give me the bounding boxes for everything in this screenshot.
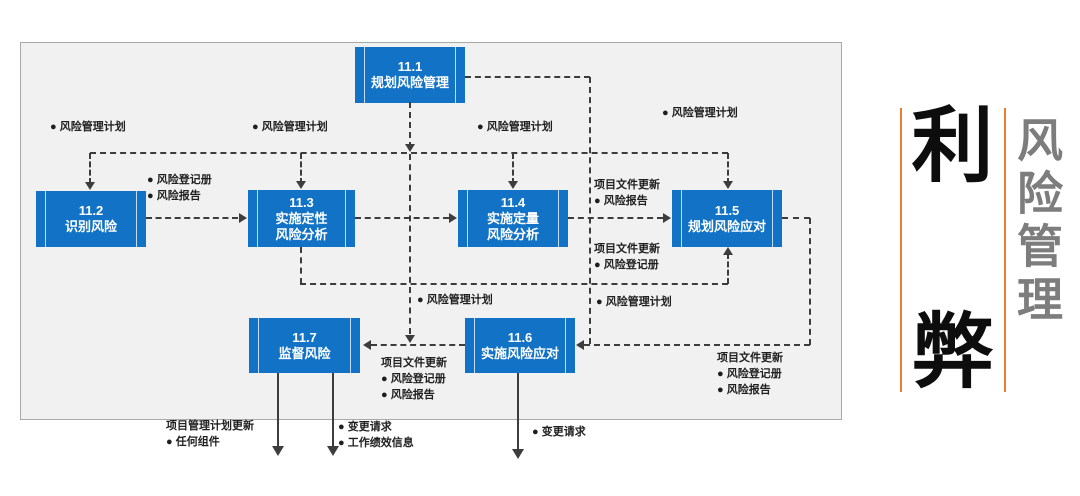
connector-bus-to-11-5 <box>727 153 729 184</box>
connector-bus-to-11-3 <box>300 153 302 184</box>
connector-11-6-to-11-7 <box>371 344 465 346</box>
connector-11-1-to-11-6 <box>589 77 591 344</box>
arrowhead <box>85 182 95 190</box>
process-box-11-1: 11.1 规划风险管理 <box>355 47 465 103</box>
process-number: 11.7 <box>292 329 317 345</box>
process-name: 识别风险 <box>64 219 117 234</box>
arrowhead <box>363 340 371 350</box>
process-name: 实施风险应对 <box>480 345 559 361</box>
arrowhead <box>723 181 733 189</box>
arrowhead <box>663 213 671 223</box>
process-box-11-6: 11.6 实施风险应对 <box>465 318 575 373</box>
process-number: 11.1 <box>397 59 423 74</box>
arrowhead <box>405 335 415 343</box>
arrowhead <box>239 213 247 223</box>
connector-11-1-to-11-7 <box>409 154 411 334</box>
connector-11-1-right <box>465 76 590 78</box>
arrowhead <box>296 181 306 189</box>
process-number: 11.5 <box>714 202 740 218</box>
connector-bus-to-11-2 <box>89 153 91 184</box>
arrowhead <box>272 446 284 456</box>
label-change-requests: ● 变更请求 <box>532 426 586 438</box>
connector-top-bus <box>90 152 728 154</box>
accent-bar-right <box>1004 108 1006 392</box>
label-doc-updates-register: 项目文件更新 ● 风险登记册 <box>594 243 660 271</box>
arrowhead <box>405 144 415 152</box>
arrowhead <box>508 181 518 189</box>
connector-11-5-right <box>782 217 810 219</box>
label-11-6-outputs-left: 项目文件更新 ● 风险登记册 ● 风险报告 <box>381 357 447 401</box>
connector-to-11-5-bottom <box>727 253 729 284</box>
output-arrow-11-7-b <box>332 373 334 447</box>
arrowhead <box>576 340 584 350</box>
label-pm-plan-updates: 项目管理计划更新 ● 任何组件 <box>166 420 254 448</box>
label-risk-mgmt-plan-3: ● 风险管理计划 <box>477 121 553 133</box>
connector-into-11-6 <box>584 344 810 346</box>
process-number: 11.6 <box>507 329 533 345</box>
arrowhead <box>512 449 524 459</box>
connector-11-5-down <box>809 218 811 345</box>
connector-11-2-to-11-3 <box>146 217 238 219</box>
process-box-11-3: 11.3 实施定性 风险分析 <box>248 190 355 247</box>
benefit-char: 利 <box>911 101 994 192</box>
process-number: 11.4 <box>500 194 526 210</box>
process-box-11-2: 11.2 识别风险 <box>36 191 146 247</box>
label-risk-mgmt-plan-5: ● 风险管理计划 <box>417 294 493 306</box>
arrowhead <box>449 213 457 223</box>
output-arrow-11-7-a <box>277 373 279 447</box>
connector-11-4-to-11-5 <box>568 217 663 219</box>
process-box-11-4: 11.4 实施定量 风险分析 <box>458 190 568 247</box>
connector-bottom-bus <box>300 283 728 285</box>
process-box-11-5: 11.5 规划风险应对 <box>672 190 782 247</box>
connector-11-3-to-11-4 <box>355 217 449 219</box>
arrowhead <box>723 247 733 255</box>
label-risk-mgmt-plan-4: ● 风险管理计划 <box>662 107 738 119</box>
connector-11-3-down <box>300 247 302 284</box>
label-doc-updates-report: 项目文件更新 ● 风险报告 <box>594 179 660 207</box>
process-name: 规划风险应对 <box>687 218 766 234</box>
connector-11-1-down <box>409 102 411 148</box>
connector-bus-to-11-4 <box>512 153 514 184</box>
process-number: 11.3 <box>289 194 314 210</box>
label-risk-mgmt-plan-6: ● 风险管理计划 <box>596 296 672 308</box>
label-change-requests-info: ● 变更请求 ● 工作绩效信息 <box>338 421 414 449</box>
process-number: 11.2 <box>78 203 104 218</box>
process-box-11-7: 11.7 监督风险 <box>249 318 360 373</box>
drawback-char: 弊 <box>911 307 994 398</box>
process-name: 规划风险管理 <box>370 75 449 90</box>
output-arrow-11-6 <box>517 373 519 450</box>
process-name: 监督风险 <box>278 345 331 361</box>
label-risk-mgmt-plan-2: ● 风险管理计划 <box>252 121 328 133</box>
label-risk-register-report: ● 风险登记册 ● 风险报告 <box>147 174 212 202</box>
arrowhead <box>327 446 339 456</box>
accent-bar-left <box>900 108 902 392</box>
process-name: 实施定性 风险分析 <box>275 210 328 242</box>
process-name: 实施定量 风险分析 <box>486 210 539 242</box>
label-11-5-outputs-right: 项目文件更新 ● 风险登记册 ● 风险报告 <box>717 352 783 396</box>
pros-cons-title: 利 弊 <box>903 106 1002 394</box>
label-risk-mgmt-plan-1: ● 风险管理计划 <box>50 121 126 133</box>
vertical-title: 风险管理 <box>1011 116 1063 328</box>
